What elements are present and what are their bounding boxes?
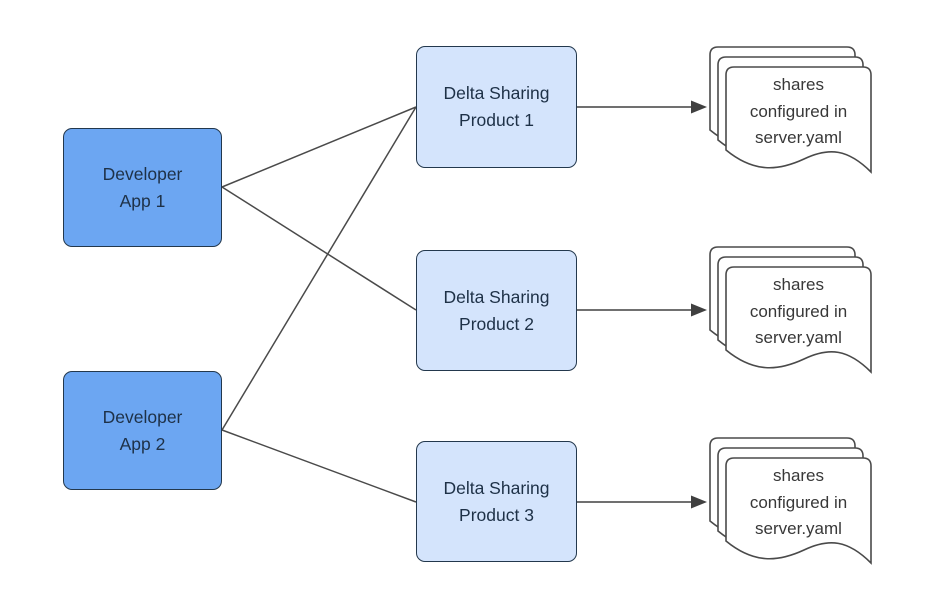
edge-app2-product1 <box>221 106 417 431</box>
shares-3-label: shares configured in server.yaml <box>749 466 848 538</box>
developer-app-1-label: Developer App 1 <box>102 163 183 211</box>
delta-sharing-product-2-label: Delta Sharing Product 2 <box>443 286 550 334</box>
shares-2-label: shares configured in server.yaml <box>749 275 848 347</box>
edge-app2-product3 <box>221 429 417 503</box>
developer-app-2-label: Developer App 2 <box>102 406 183 454</box>
developer-app-2-node: Developer App 2 <box>63 371 222 490</box>
arrowhead-icon <box>691 100 707 114</box>
shares-1-label: shares configured in server.yaml <box>749 75 848 147</box>
delta-sharing-product-1-label: Delta Sharing Product 1 <box>443 83 550 130</box>
edge-app1-product1 <box>221 106 417 188</box>
arrow-product1-shares1 <box>577 100 707 114</box>
arrow-product2-shares2 <box>577 303 707 317</box>
delta-sharing-product-3-node: Delta Sharing Product 3 <box>416 441 577 562</box>
delta-sharing-product-2-node: Delta Sharing Product 2 <box>416 250 577 371</box>
delta-sharing-product-3-label: Delta Sharing Product 3 <box>443 477 550 525</box>
arrowhead-icon <box>691 495 707 509</box>
delta-sharing-product-1-node: Delta Sharing Product 1 <box>416 46 577 168</box>
arrowhead-icon <box>691 303 707 317</box>
edge-app1-product2 <box>221 186 417 311</box>
developer-app-1-node: Developer App 1 <box>63 128 222 247</box>
arrow-product3-shares3 <box>577 495 707 509</box>
